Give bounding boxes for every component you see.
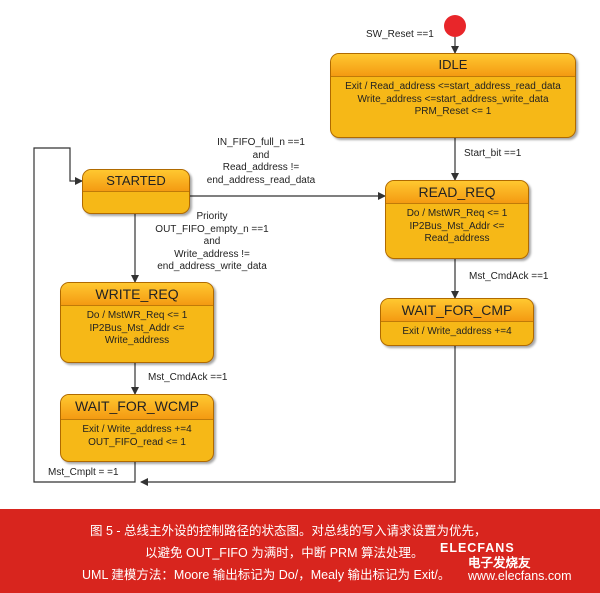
state-idle-action-3: PRM_Reset <= 1 <box>414 106 492 117</box>
label-in-fifo-line-1: IN_FIFO_full_n ==1 <box>217 137 305 148</box>
state-wait-for-wcmp-actions: Exit / Write_address +=4 OUT_FIFO_read <… <box>61 420 213 449</box>
state-read-req: READ_REQ Do / MstWR_Req <= 1 IP2Bus_Mst_… <box>385 180 529 259</box>
state-write-req-action-2: IP2Bus_Mst_Addr <= <box>89 322 185 334</box>
state-wait-for-cmp-title: WAIT_FOR_CMP <box>381 299 533 322</box>
label-out-fifo-line-1: Priority <box>196 211 228 222</box>
label-out-fifo: Priority OUT_FIFO_empty_n ==1 and Write_… <box>146 211 278 274</box>
label-mst-cmplt: Mst_Cmplt = =1 <box>48 467 119 478</box>
caption-line-1: 图 5 - 总线主外设的控制路径的状态图。对总线的写入请求设置为优先， <box>90 524 487 538</box>
label-in-fifo-line-3: Read_address != <box>222 162 300 173</box>
state-write-req-action-3: Write_address <box>104 335 170 346</box>
state-started: STARTED <box>82 169 190 214</box>
state-write-req-actions: Do / MstWR_Req <= 1 IP2Bus_Mst_Addr <= W… <box>61 306 213 348</box>
watermark-url: www.elecfans.com <box>468 569 572 583</box>
watermark: ELECFANS 电子发烧友 www.elecfans.com <box>440 541 590 587</box>
watermark-brand: 电子发烧友 <box>468 556 531 570</box>
state-read-req-action-1: Do / MstWR_Req <= 1 <box>406 208 508 219</box>
state-wait-for-cmp-actions: Exit / Write_address +=4 <box>381 322 533 339</box>
state-wait-for-wcmp-title: WAIT_FOR_WCMP <box>61 395 213 420</box>
label-mst-cmdack-write: Mst_CmdAck ==1 <box>148 372 228 383</box>
initial-state-dot <box>444 15 466 37</box>
state-wait-for-wcmp: WAIT_FOR_WCMP Exit / Write_address +=4 O… <box>60 394 214 462</box>
state-read-req-title: READ_REQ <box>386 181 528 204</box>
label-sw-reset: SW_Reset ==1 <box>366 29 434 40</box>
state-wait-for-wcmp-action-2: OUT_FIFO_read <= 1 <box>88 436 186 448</box>
state-wait-for-cmp-action-1: Exit / Write_address +=4 <box>402 326 512 337</box>
transition-edges <box>33 15 466 486</box>
state-write-req: WRITE_REQ Do / MstWR_Req <= 1 IP2Bus_Mst… <box>60 282 214 363</box>
state-read-req-action-3: Read_address <box>424 233 490 244</box>
edge-wait-for-cmp-to-started <box>140 345 456 486</box>
state-idle-title: IDLE <box>331 54 575 77</box>
watermark-logo-text: ELECFANS <box>440 541 515 555</box>
state-idle: IDLE Exit / Read_address <=start_address… <box>330 53 576 138</box>
label-in-fifo: IN_FIFO_full_n ==1 and Read_address != e… <box>196 137 326 187</box>
edge-wait-for-wcmp-to-started <box>33 147 136 483</box>
label-mst-cmdack-read: Mst_CmdAck ==1 <box>469 271 549 282</box>
label-out-fifo-line-4: Write_address != <box>174 248 250 260</box>
label-out-fifo-line-3: and <box>203 236 221 247</box>
label-out-fifo-line-5: end_address_write_data <box>157 261 267 272</box>
state-started-title: STARTED <box>83 170 189 192</box>
state-idle-action-1: Exit / Read_address <=start_address_read… <box>345 81 561 92</box>
caption-line-3: UML 建模方法：Moore 输出标记为 Do/，Mealy 输出标记为 Exi… <box>82 568 451 582</box>
state-write-req-title: WRITE_REQ <box>61 283 213 306</box>
diagram-area: IDLE Exit / Read_address <=start_address… <box>6 0 596 508</box>
state-write-req-action-1: Do / MstWR_Req <= 1 <box>86 310 188 321</box>
label-out-fifo-line-2: OUT_FIFO_empty_n ==1 <box>155 223 269 235</box>
label-in-fifo-line-4: end_address_read_data <box>206 174 316 186</box>
state-idle-action-2: Write_address <=start_address_write_data <box>357 93 549 105</box>
state-wait-for-cmp: WAIT_FOR_CMP Exit / Write_address +=4 <box>380 298 534 346</box>
caption-line-2: 以避免 OUT_FIFO 为满时，中断 PRM 算法处理。 <box>145 546 424 560</box>
state-idle-actions: Exit / Read_address <=start_address_read… <box>331 77 575 119</box>
figure-caption: 图 5 - 总线主外设的控制路径的状态图。对总线的写入请求设置为优先， 以避免 … <box>0 509 600 593</box>
label-start-bit: Start_bit ==1 <box>464 148 522 159</box>
label-in-fifo-line-2: and <box>252 149 270 161</box>
state-wait-for-wcmp-action-1: Exit / Write_address +=4 <box>82 424 192 435</box>
state-read-req-actions: Do / MstWR_Req <= 1 IP2Bus_Mst_Addr <= R… <box>386 204 528 246</box>
state-read-req-action-2: IP2Bus_Mst_Addr <= <box>409 220 505 232</box>
